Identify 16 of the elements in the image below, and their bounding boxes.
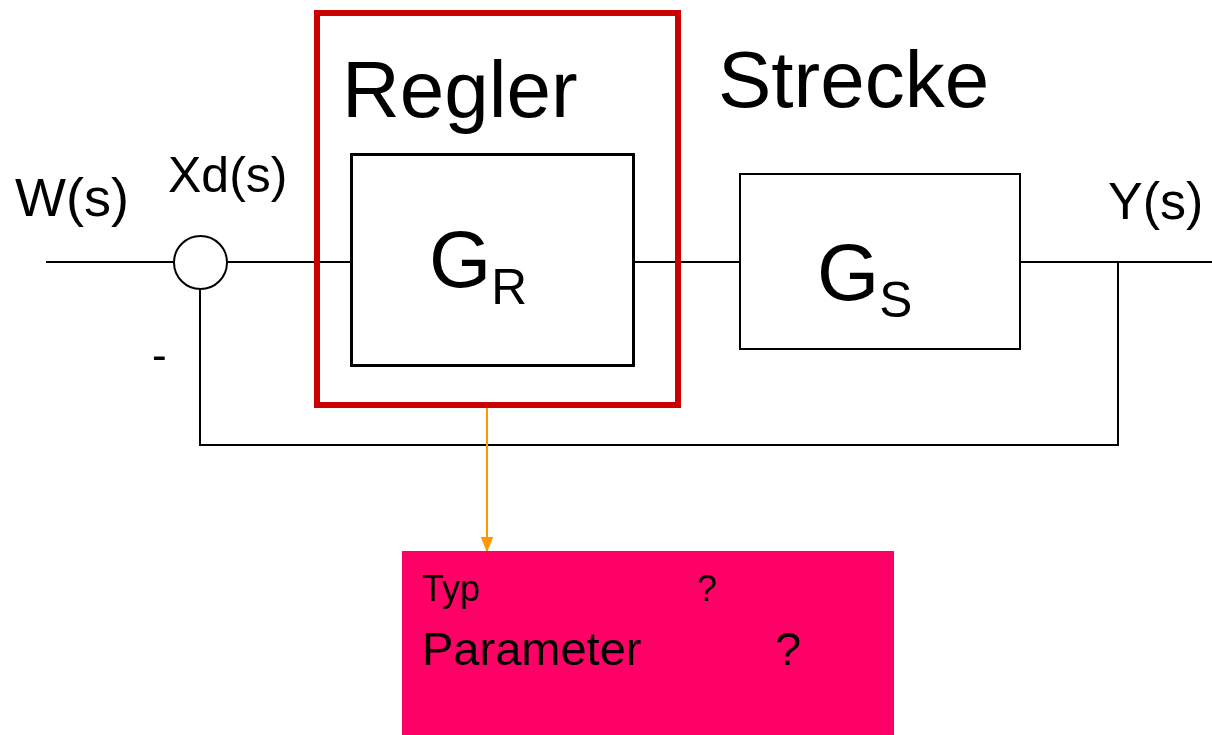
signal-label: Xd(s) — [168, 150, 288, 200]
signal-line — [45, 261, 174, 263]
summing-junction — [173, 235, 228, 290]
node-text: ? — [697, 571, 718, 607]
node-text: Typ — [422, 571, 481, 607]
signal-line — [227, 261, 351, 263]
node-text: Parameter — [422, 625, 642, 672]
minus-sign: - — [152, 333, 167, 377]
block-box — [350, 153, 635, 367]
signal-line — [634, 261, 740, 263]
signal-line — [199, 261, 1119, 446]
controller-frame — [314, 10, 681, 408]
node-text: ? — [775, 625, 802, 672]
block-heading: Strecke — [718, 40, 990, 120]
info-box — [402, 551, 894, 735]
arrow — [480, 407, 494, 553]
